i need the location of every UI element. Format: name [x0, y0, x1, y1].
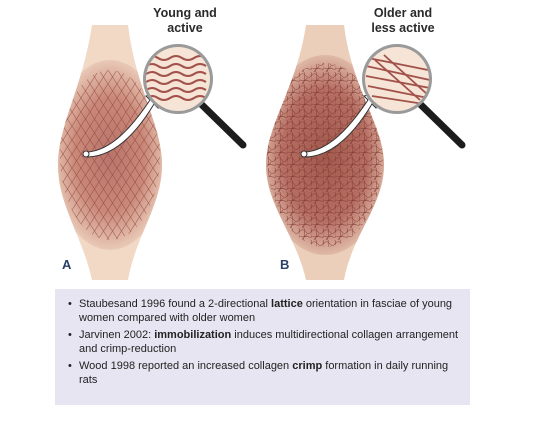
note-text: Wood 1998 reported an increased collagen: [79, 360, 293, 372]
caption-young-line1: Young and: [153, 6, 217, 20]
caption-young-line2: active: [167, 21, 203, 35]
panel-label-a: A: [62, 257, 72, 272]
note-text: Jarvinen 2002:: [79, 329, 155, 341]
note-item: Wood 1998 reported an increased collagen…: [67, 359, 460, 387]
note-text: Staubesand 1996 found a 2-directional: [79, 298, 272, 310]
note-text: induces multidirectional collagen arrang…: [79, 329, 459, 355]
note-item: Staubesand 1996 found a 2-directional la…: [67, 297, 460, 325]
note-text: formation in daily running rats: [79, 360, 449, 386]
magnifying-glass-icon: [362, 44, 466, 149]
caption-older-line2: less active: [371, 21, 435, 35]
note-item: Jarvinen 2002: immobilization induces mu…: [67, 328, 460, 356]
panel-label-b: B: [280, 257, 290, 272]
tissue-young: [58, 25, 162, 280]
note-keyword: lattice: [271, 298, 303, 310]
notes-list: Staubesand 1996 found a 2-directional la…: [67, 297, 460, 387]
caption-older-line1: Older and: [373, 6, 433, 20]
note-text: orientation in fasciae of young women co…: [79, 298, 453, 324]
note-keyword: crimp: [292, 360, 323, 372]
caption-young: Young and active: [130, 6, 240, 36]
notes-box: Staubesand 1996 found a 2-directional la…: [55, 289, 470, 405]
caption-older: Older and less active: [348, 6, 458, 36]
note-keyword: immobilization: [154, 329, 232, 341]
magnifying-glass-icon: [143, 44, 247, 149]
